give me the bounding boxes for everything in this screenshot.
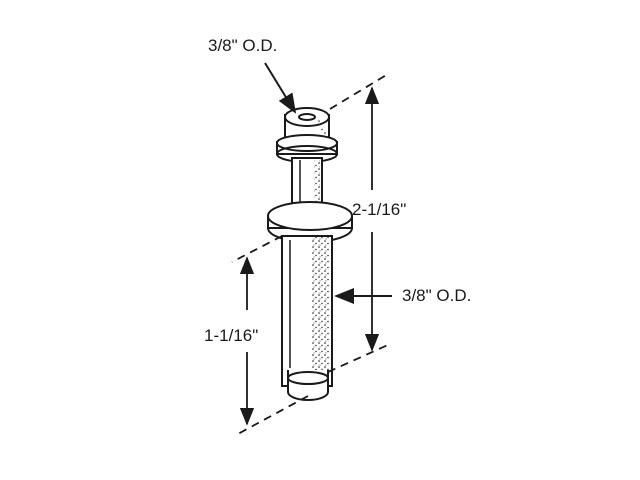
part-drawing bbox=[267, 107, 353, 401]
dimension-lines bbox=[231, 62, 392, 436]
body-od-label: 3/8" O.D. bbox=[402, 286, 472, 305]
lower-length-label: 1-1/16" bbox=[204, 326, 259, 345]
top-od-label: 3/8" O.D. bbox=[208, 36, 278, 55]
overall-length-label: 2-1/16" bbox=[352, 200, 407, 219]
